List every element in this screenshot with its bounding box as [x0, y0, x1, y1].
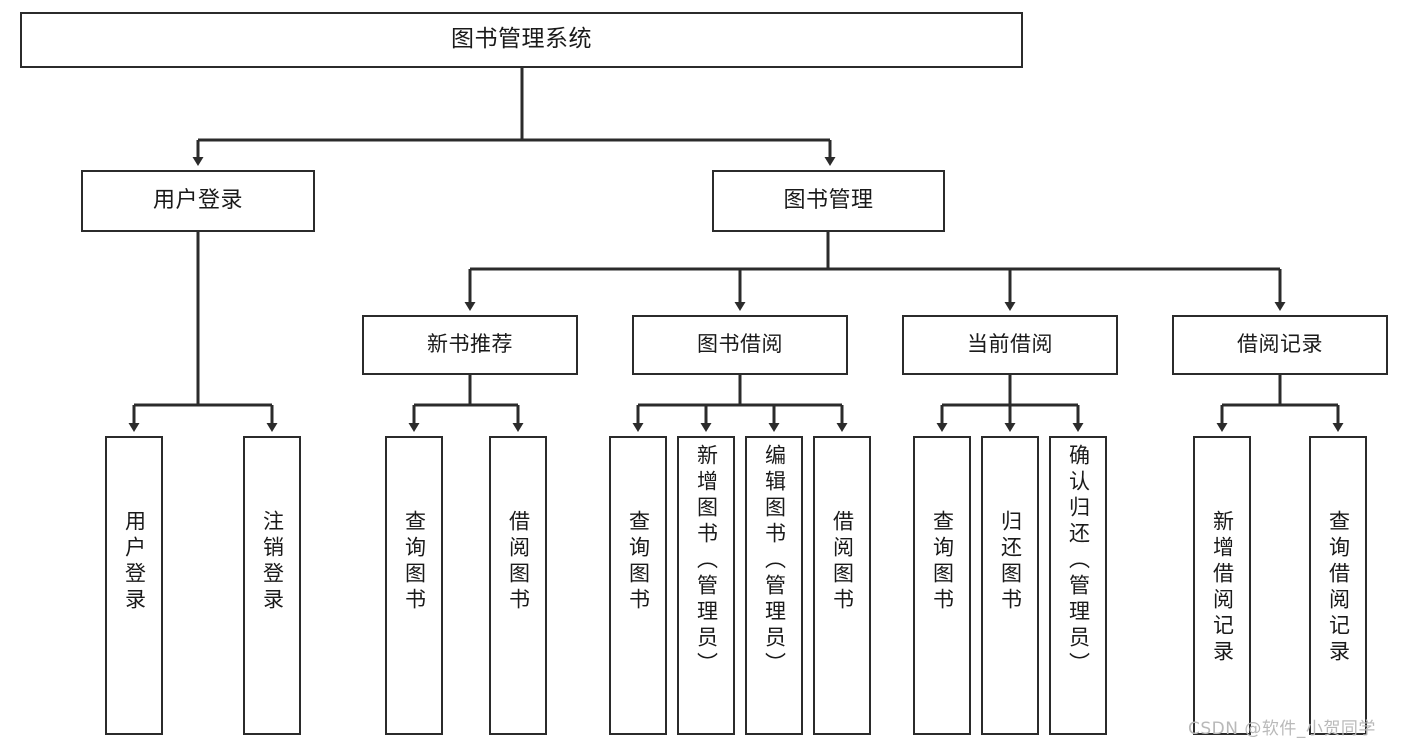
leaf-query-book-recommend[interactable]: 查询图书	[385, 436, 443, 735]
node-label: 借阅图书	[830, 510, 855, 614]
leaf-return-book[interactable]: 归还图书	[981, 436, 1039, 735]
leaf-logout-login[interactable]: 注销登录	[243, 436, 301, 735]
leaf-add-book-admin[interactable]: 新增图书（管理员）	[677, 436, 735, 735]
node-label: 查询借阅记录	[1326, 510, 1351, 666]
node-label: 借阅图书	[506, 510, 531, 614]
node-user-login[interactable]: 用户登录	[81, 170, 315, 232]
leaf-query-borrow-record[interactable]: 查询借阅记录	[1309, 436, 1367, 735]
node-current-borrow[interactable]: 当前借阅	[902, 315, 1118, 375]
node-label: 新书推荐	[427, 332, 513, 357]
node-borrow-record[interactable]: 借阅记录	[1172, 315, 1388, 375]
node-label: 新增图书（管理员）	[694, 444, 719, 678]
csdn-watermark: CSDN @软件_小贺同学	[1188, 719, 1376, 739]
node-label: 查询图书	[402, 510, 427, 614]
node-root-book-management-system[interactable]: 图书管理系统	[20, 12, 1023, 68]
leaf-add-borrow-record[interactable]: 新增借阅记录	[1193, 436, 1251, 735]
node-book-borrow[interactable]: 图书借阅	[632, 315, 848, 375]
leaf-query-book-current[interactable]: 查询图书	[913, 436, 971, 735]
node-label: 查询图书	[626, 510, 651, 614]
leaf-query-book-borrow[interactable]: 查询图书	[609, 436, 667, 735]
leaf-borrow-book-recommend[interactable]: 借阅图书	[489, 436, 547, 735]
node-label: 归还图书	[998, 510, 1023, 614]
leaf-borrow-book-borrow[interactable]: 借阅图书	[813, 436, 871, 735]
node-label: 用户登录	[122, 510, 147, 614]
leaf-user-login[interactable]: 用户登录	[105, 436, 163, 735]
node-label: 借阅记录	[1237, 332, 1323, 357]
node-book-management[interactable]: 图书管理	[712, 170, 945, 232]
node-label: 编辑图书（管理员）	[762, 444, 787, 678]
node-new-book-recommend[interactable]: 新书推荐	[362, 315, 578, 375]
leaf-edit-book-admin[interactable]: 编辑图书（管理员）	[745, 436, 803, 735]
node-label: 查询图书	[930, 510, 955, 614]
node-label: 当前借阅	[967, 332, 1053, 357]
node-label: 注销登录	[260, 510, 285, 614]
node-label: 用户登录	[152, 187, 243, 213]
node-label: 确认归还（管理员）	[1066, 444, 1091, 678]
node-label: 图书借阅	[697, 332, 783, 357]
node-label: 新增借阅记录	[1210, 510, 1235, 666]
node-label: 图书管理	[783, 187, 874, 213]
leaf-confirm-return-admin[interactable]: 确认归还（管理员）	[1049, 436, 1107, 735]
node-label: 图书管理系统	[451, 26, 592, 53]
